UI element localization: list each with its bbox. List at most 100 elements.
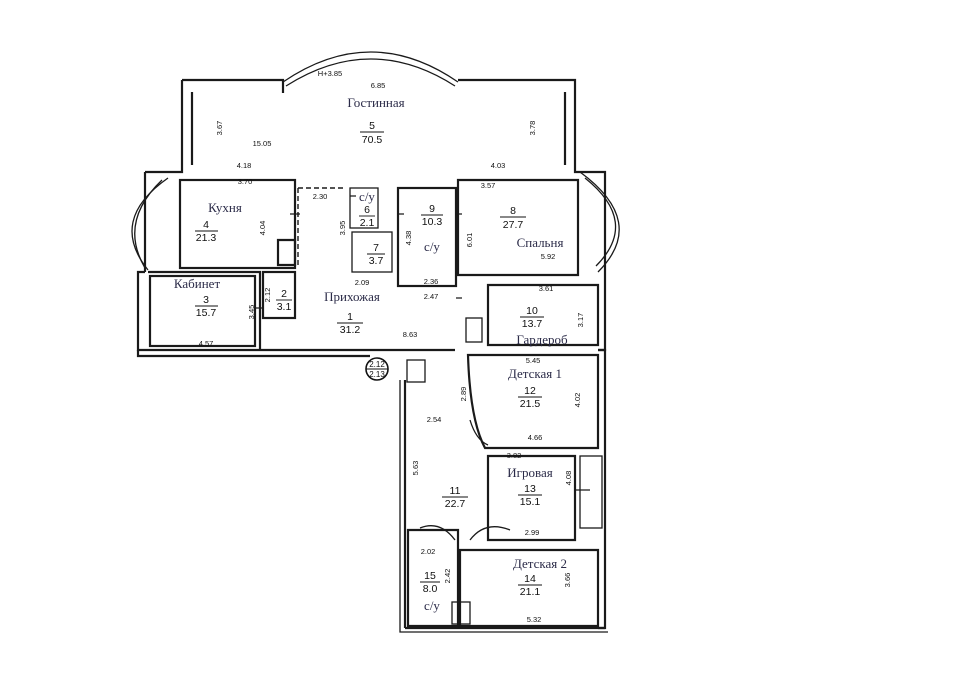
room-4: Кухня 4 21.3 [195,200,242,244]
dimension-label: 2.02 [421,547,436,556]
room-9-num: 9 [429,203,435,215]
height-mark: H+3.85 [318,69,342,78]
dimension-label: 4.04 [258,221,267,236]
room-2-num: 2 [281,288,287,300]
room-3-area: 15.7 [196,307,217,319]
dimension-label: 4.38 [404,231,413,246]
room-10-name: Гардероб [516,332,568,347]
dimension-label: 2.47 [424,292,439,301]
room-10-area: 13.7 [522,318,543,330]
dimension-label: 3.57 [481,181,496,190]
room-6-name: с/у [359,189,375,204]
left-bay [131,177,169,271]
room-10: 10 13.7 Гардероб [516,305,568,347]
dimension-label: 2.54 [427,415,442,424]
room-15: 15 8.0 с/у [420,570,440,613]
room-11: 11 22.7 [442,485,468,510]
room-9-name: с/у [424,239,440,254]
dimension-label: 3.45 [247,305,256,320]
callout-bottom: 2.13 [369,370,385,379]
dimension-label: 2.36 [424,277,439,286]
dimension-label: 2.12 [263,288,272,303]
room-11-num: 11 [450,485,461,497]
room-5-num: 5 [369,120,375,132]
room-12: Детская 1 12 21.5 [508,366,562,410]
dimension-label: 6.01 [465,233,474,248]
callout-marker: 2.12 2.13 [365,357,389,381]
dimension-label: 2.99 [525,528,540,537]
dimension-label: 4.03 [491,161,506,170]
room-8-num: 8 [510,205,516,217]
room-3-name: Кабинет [174,276,221,291]
room-labels: Гостинная 5 70.5 Кухня 4 21.3 с/у 6 2.1 … [174,95,568,613]
dimension-label: 4.57 [199,339,214,348]
room-6-area: 2.1 [360,217,375,229]
dimension-labels: H+3.85 6.85 3.67 15.05 3.78 4.18 4.03 3.… [199,69,585,624]
room-13-name: Игровая [507,465,552,480]
room-7-area: 3.7 [369,255,384,267]
room-15-name: с/у [424,598,440,613]
right-bay [579,171,620,273]
dimension-label: 4.18 [237,161,252,170]
dimension-label: 5.92 [541,252,556,261]
dimension-label: 2.89 [459,387,468,402]
room-14: Детская 2 14 21.1 [513,556,567,598]
room-1-area: 31.2 [340,324,361,336]
room-8-area: 27.7 [503,219,524,231]
room-11-area: 22.7 [445,498,466,510]
room-7-num: 7 [373,242,379,254]
dimension-label: 3.17 [576,313,585,328]
dimension-label: 5.63 [411,461,420,476]
outer-walls [131,51,620,633]
dimension-label: 15.05 [253,139,272,148]
room-14-name: Детская 2 [513,556,567,571]
dimension-label: 3.61 [539,284,554,293]
room-1-num: 1 [347,311,353,323]
room-1: Прихожая 1 31.2 [324,289,380,336]
dimension-label: 4.08 [564,471,573,486]
room-9-area: 10.3 [422,216,443,228]
room-15-area: 8.0 [423,583,438,595]
dimension-label: 5.45 [526,356,541,365]
dimension-label: 3.70 [238,177,253,186]
room-15-num: 15 [424,570,436,582]
dimension-label: 8.63 [403,330,418,339]
dimension-label: 2.42 [443,569,452,584]
room-6-num: 6 [364,204,370,216]
room-6: с/у 6 2.1 [359,189,375,229]
dimension-label: 2.30 [313,192,328,201]
dimension-label: 3.78 [528,121,537,136]
room-14-num: 14 [524,573,536,585]
room-7: 7 3.7 [367,242,385,267]
room-4-area: 21.3 [196,232,217,244]
living-arc [282,51,459,83]
room-12-name: Детская 1 [508,366,562,381]
room-2: 2 3.1 [276,288,292,313]
room-4-name: Кухня [208,200,242,215]
room-10-num: 10 [526,305,538,317]
callout-top: 2.12 [369,360,385,369]
room-13-area: 15.1 [520,496,541,508]
dimension-label: 3.82 [507,451,522,460]
room-13-num: 13 [524,483,536,495]
dimension-label: 6.85 [371,81,386,90]
room-2-area: 3.1 [277,301,292,313]
interior-walls [148,178,603,628]
room-5-name: Гостинная [347,95,404,110]
dimension-label: 2.09 [355,278,370,287]
room-3-num: 3 [203,294,209,306]
room-9: 9 10.3 с/у [421,203,443,254]
room-8-name: Спальня [517,235,564,250]
room-5-area: 70.5 [362,134,383,146]
room-4-num: 4 [203,219,209,231]
room-3: Кабинет 3 15.7 [174,276,221,319]
room-12-area: 21.5 [520,398,541,410]
dimension-label: 3.66 [563,573,572,588]
dimension-label: 5.32 [527,615,542,624]
room-5: Гостинная 5 70.5 [347,95,404,146]
room-12-num: 12 [524,385,536,397]
dimension-label: 3.95 [338,221,347,236]
dimension-label: 4.66 [528,433,543,442]
room-13: Игровая 13 15.1 [507,465,552,508]
